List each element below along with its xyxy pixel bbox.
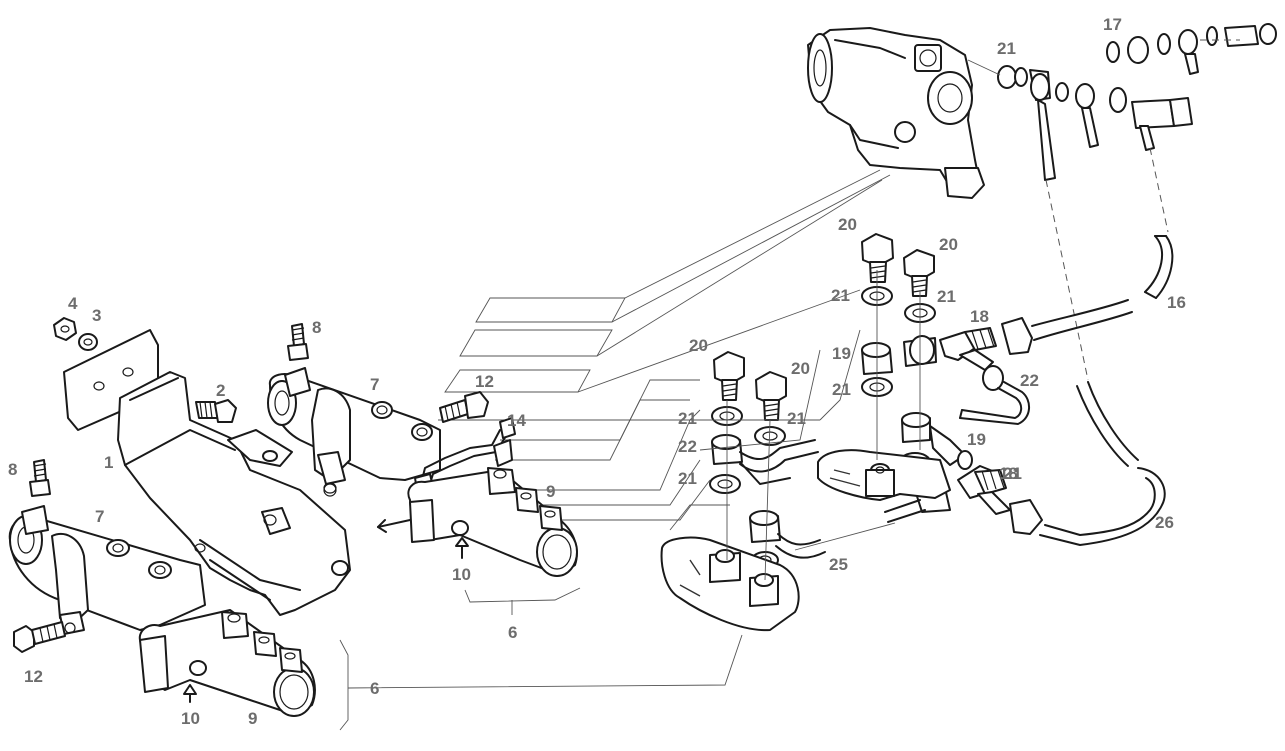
callout-3: 3 bbox=[92, 306, 101, 325]
callout-21-c: 21 bbox=[937, 287, 956, 306]
washers-21-middle[interactable] bbox=[709, 406, 786, 569]
reference-frames bbox=[438, 169, 891, 531]
bolt-2[interactable] bbox=[195, 399, 237, 423]
top-fittings[interactable] bbox=[997, 23, 1277, 381]
banjo-19[interactable] bbox=[861, 335, 973, 470]
pipe-22-right[interactable] bbox=[959, 365, 1030, 425]
callout-20-c: 20 bbox=[689, 336, 708, 355]
callout-9-lower: 9 bbox=[248, 709, 257, 728]
callout-7-lower: 7 bbox=[95, 507, 104, 526]
master-cylinder-upper[interactable] bbox=[267, 367, 441, 497]
pressure-unit-9-lower[interactable] bbox=[138, 609, 316, 717]
washers-21-upper[interactable] bbox=[861, 286, 936, 472]
bolt-12-upper[interactable] bbox=[439, 391, 489, 423]
hose-16[interactable] bbox=[1031, 235, 1174, 341]
callout-21-d: 21 bbox=[832, 380, 851, 399]
callout-labels: 1 2 3 4 6 6 7 7 8 8 9 9 10 10 12 12 14 1… bbox=[8, 15, 1186, 728]
callout-4: 4 bbox=[68, 294, 78, 313]
bleeder-8-upper[interactable] bbox=[287, 323, 309, 361]
bracket-1[interactable] bbox=[63, 329, 351, 616]
callout-21-e: 21 bbox=[678, 409, 697, 428]
callout-21-top: 21 bbox=[997, 39, 1016, 58]
junction-block-right[interactable] bbox=[817, 449, 951, 501]
callout-21-b: 21 bbox=[831, 286, 850, 305]
pipe-14[interactable] bbox=[414, 417, 516, 497]
callout-20-a: 20 bbox=[838, 215, 857, 234]
callout-16: 16 bbox=[1167, 293, 1186, 312]
callout-17: 17 bbox=[1103, 15, 1122, 34]
callout-21-g: 21 bbox=[678, 469, 697, 488]
callout-21-f: 21 bbox=[787, 409, 806, 428]
nut-4-washer-3[interactable] bbox=[53, 317, 98, 351]
callout-6-lower: 6 bbox=[370, 679, 379, 698]
callout-19-upper: 19 bbox=[832, 344, 851, 363]
callout-26: 26 bbox=[1155, 513, 1174, 532]
pressure-regulator-valve[interactable] bbox=[807, 27, 985, 199]
callout-8-upper: 8 bbox=[312, 318, 321, 337]
callout-10-lower: 10 bbox=[181, 709, 200, 728]
callout-20-d: 20 bbox=[791, 359, 810, 378]
pressure-unit-9-upper[interactable] bbox=[407, 467, 578, 577]
callout-10-upper: 10 bbox=[452, 565, 471, 584]
callout-1: 1 bbox=[104, 453, 113, 472]
union-18[interactable] bbox=[939, 317, 1043, 535]
assembly-lines bbox=[726, 59, 1001, 581]
arrow-10-lower bbox=[183, 684, 197, 703]
callout-7-upper: 7 bbox=[370, 375, 379, 394]
callout-25: 25 bbox=[829, 555, 848, 574]
callout-12-lower: 12 bbox=[24, 667, 43, 686]
junction-block-left[interactable] bbox=[660, 536, 800, 632]
callout-18-lower: 18 bbox=[999, 464, 1018, 483]
callout-14: 14 bbox=[507, 411, 526, 430]
callout-18-upper: 18 bbox=[970, 307, 989, 326]
bleeder-8-lower[interactable] bbox=[29, 459, 51, 497]
callout-6-upper: 6 bbox=[508, 623, 517, 642]
callout-20-b: 20 bbox=[939, 235, 958, 254]
callout-19-lower: 19 bbox=[967, 430, 986, 449]
callout-21-h: 21 bbox=[1003, 464, 1022, 483]
callout-22-right: 22 bbox=[1020, 371, 1039, 390]
group-bracket-6 bbox=[339, 587, 743, 731]
callout-8-lower: 8 bbox=[8, 460, 17, 479]
callout-12-upper: 12 bbox=[475, 372, 494, 391]
callout-2: 2 bbox=[216, 381, 225, 400]
callout-22-middle: 22 bbox=[678, 437, 697, 456]
banjo-bolt-20-middle[interactable] bbox=[713, 351, 787, 421]
bolt-12-lower[interactable] bbox=[13, 621, 66, 653]
pipe-22-middle[interactable] bbox=[711, 434, 826, 559]
callout-9-upper: 9 bbox=[546, 482, 555, 501]
arrow-10-upper bbox=[377, 519, 469, 559]
hose-26[interactable] bbox=[1039, 381, 1166, 546]
banjo-bolt-20-upper[interactable] bbox=[861, 233, 935, 297]
